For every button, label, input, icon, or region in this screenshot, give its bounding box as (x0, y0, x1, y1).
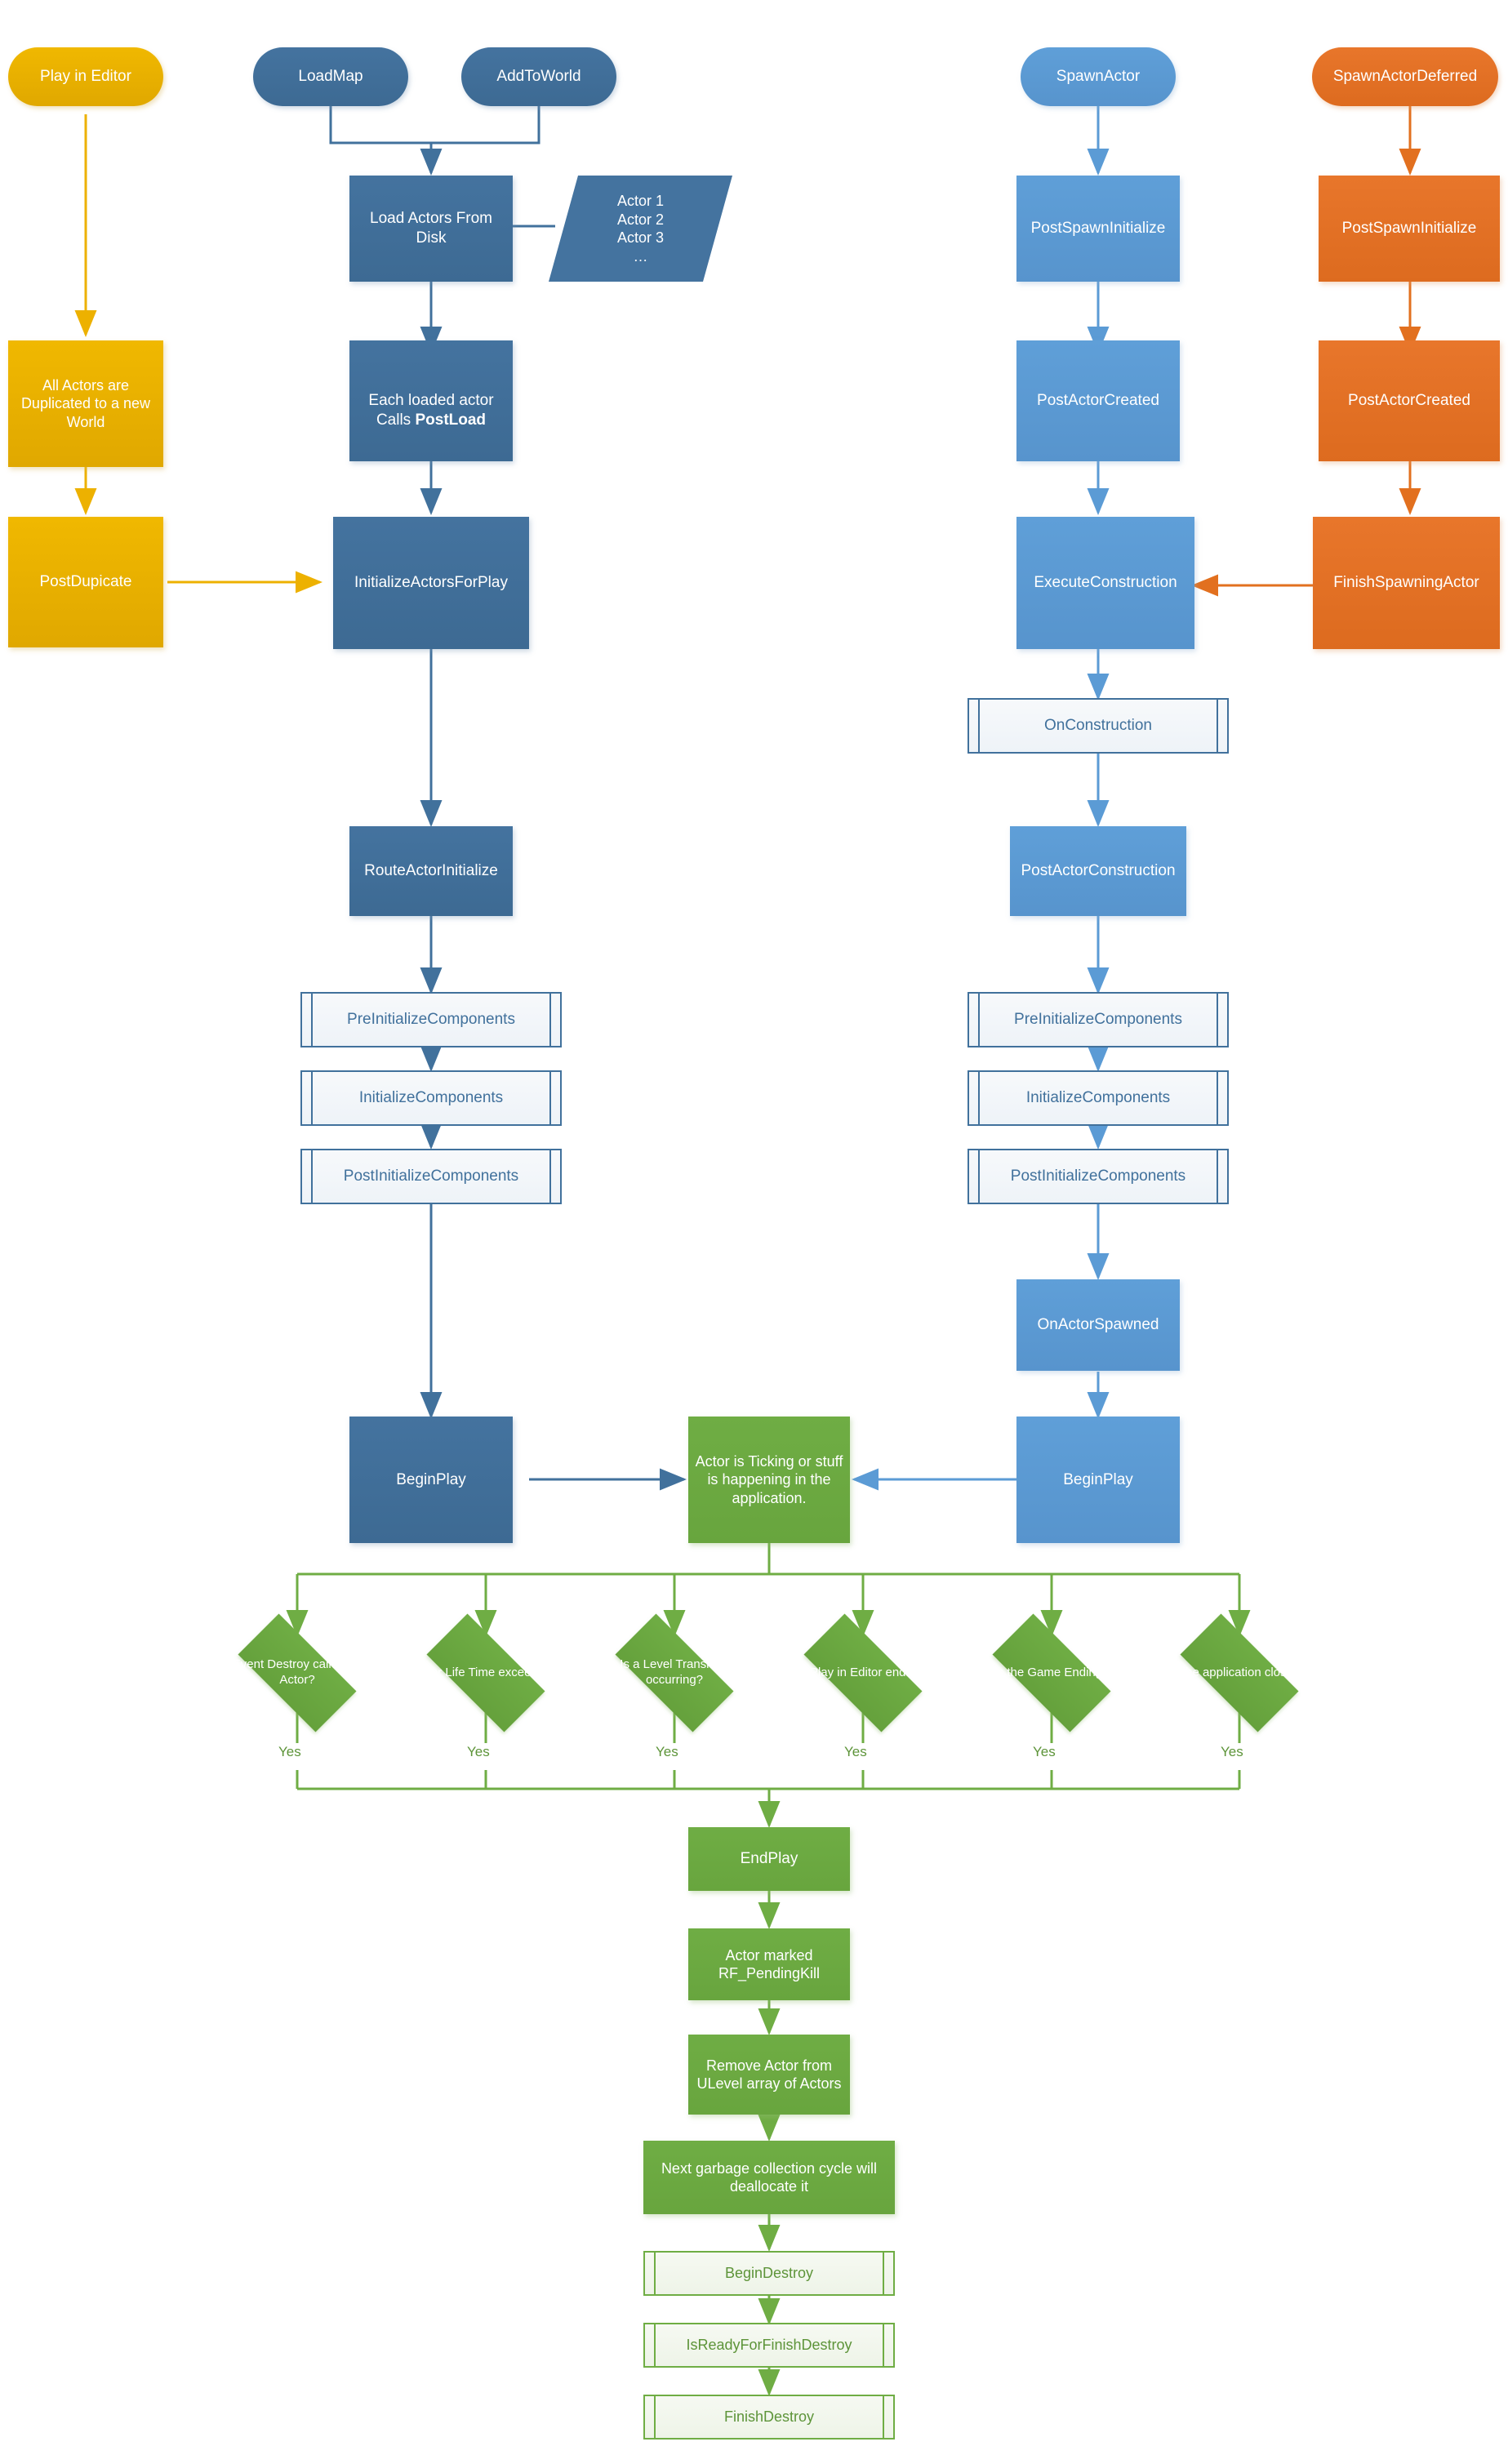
node-label: BeginPlay (1063, 1470, 1133, 1488)
decision-label: Is Play in Editor ending? (797, 1665, 929, 1679)
branch-label-play-in-editor-ending: Yes (844, 1744, 867, 1759)
node-label: Each loaded actor Calls PostLoad (349, 371, 513, 429)
node-label: Actor is Ticking or stuff is happening i… (695, 1452, 843, 1506)
node-begin-play-left[interactable]: BeginPlay (349, 1417, 513, 1543)
node-begin-play-right[interactable]: BeginPlay (1016, 1417, 1180, 1543)
decision-actor-life-time[interactable]: Actor Life Time exceeded? (408, 1613, 563, 1732)
node-each-loaded-actor-postload[interactable]: Each loaded actor Calls PostLoad (349, 340, 513, 461)
node-label: PostDupicate (39, 573, 132, 591)
decision-play-in-editor-ending[interactable]: Is Play in Editor ending? (785, 1613, 941, 1732)
node-on-actor-spawned[interactable]: OnActorSpawned (1016, 1279, 1180, 1371)
branch-label-application-closing: Yes (1221, 1744, 1243, 1759)
node-label: BeginDestroy (724, 2265, 814, 2282)
decision-label: Is the application closing? (1169, 1665, 1310, 1679)
node-on-construction[interactable]: OnConstruction (968, 698, 1229, 754)
node-pre-initialize-components-left[interactable]: PreInitializeComponents (300, 992, 562, 1047)
decision-event-destroy[interactable]: Event Destroy called on Actor? (220, 1613, 375, 1732)
branch-label-event-destroy: Yes (278, 1744, 301, 1759)
decision-label: Is the Game Ending? (994, 1665, 1110, 1679)
node-post-actor-created-blue[interactable]: PostActorCreated (1016, 340, 1180, 461)
node-label: PreInitializeComponents (347, 1011, 515, 1029)
decision-level-transition[interactable]: Is a Level Transition occurring? (597, 1613, 752, 1732)
node-label: RouteActorInitialize (364, 862, 498, 880)
node-label: PostInitializeComponents (343, 1168, 519, 1185)
node-label: All Actors are Duplicated to a new World (20, 376, 151, 430)
node-label: PostActorCreated (1037, 392, 1159, 410)
node-label: OnActorSpawned (1037, 1316, 1159, 1334)
node-post-spawn-initialize-blue[interactable]: PostSpawnInitialize (1016, 176, 1180, 282)
node-finish-spawning-actor[interactable]: FinishSpawningActor (1313, 517, 1500, 649)
node-label: IsReadyForFinishDestroy (686, 2337, 852, 2354)
node-execute-construction[interactable]: ExecuteConstruction (1016, 517, 1194, 649)
node-label: BeginPlay (396, 1470, 466, 1488)
node-post-duplicate[interactable]: PostDupicate (8, 517, 163, 647)
node-initialize-actors-for-play[interactable]: InitializeActorsForPlay (333, 517, 529, 649)
node-label: PreInitializeComponents (1014, 1011, 1182, 1029)
node-label: FinishDestroy (723, 2408, 815, 2426)
node-initialize-components-left[interactable]: InitializeComponents (300, 1070, 562, 1126)
node-spawn-actor[interactable]: SpawnActor (1021, 47, 1176, 106)
node-label: InitializeComponents (1025, 1089, 1171, 1107)
node-label: AddToWorld (496, 68, 581, 86)
node-end-play[interactable]: EndPlay (688, 1827, 850, 1891)
decision-label: Is a Level Transition occurring? (620, 1657, 729, 1687)
node-label: Actor 1 Actor 2 Actor 3 … (616, 193, 665, 265)
branch-label-level-transition: Yes (656, 1744, 678, 1759)
decision-game-ending[interactable]: Is the Game Ending? (974, 1613, 1129, 1732)
node-label: Load Actors From Disk (370, 210, 492, 247)
node-play-in-editor[interactable]: Play in Editor (8, 47, 163, 106)
decision-label: Event Destroy called on Actor? (232, 1657, 363, 1687)
node-label-bold: PostLoad (415, 411, 487, 429)
node-label: OnConstruction (1043, 717, 1152, 735)
node-all-actors-duplicated[interactable]: All Actors are Duplicated to a new World (8, 340, 163, 467)
node-load-actors-from-disk[interactable]: Load Actors From Disk (349, 176, 513, 282)
node-label: EndPlay (740, 1850, 798, 1868)
node-add-to-world[interactable]: AddToWorld (461, 47, 616, 106)
node-label-prefix: Each loaded actor Calls (368, 392, 494, 429)
node-is-ready-for-finish-destroy[interactable]: IsReadyForFinishDestroy (643, 2323, 895, 2368)
node-label: Play in Editor (40, 68, 131, 86)
node-label: PostActorConstruction (1021, 862, 1176, 880)
node-actor-marked-pending-kill[interactable]: Actor marked RF_PendingKill (688, 1928, 850, 2000)
node-actor-is-ticking[interactable]: Actor is Ticking or stuff is happening i… (688, 1417, 850, 1543)
node-label: PostSpawnInitialize (1030, 220, 1166, 238)
node-load-map[interactable]: LoadMap (253, 47, 408, 106)
node-remove-actor-from-ulevel[interactable]: Remove Actor from ULevel array of Actors (688, 2035, 850, 2115)
decision-label: Actor Life Time exceeded? (413, 1665, 558, 1679)
branch-label-actor-life-time: Yes (467, 1744, 490, 1759)
node-label: PostActorCreated (1348, 392, 1470, 410)
node-label: SpawnActor (1056, 68, 1141, 86)
node-initialize-components-right[interactable]: InitializeComponents (968, 1070, 1229, 1126)
node-label: InitializeActorsForPlay (354, 574, 508, 592)
node-next-gc-cycle[interactable]: Next garbage collection cycle will deall… (643, 2141, 895, 2214)
node-post-actor-construction[interactable]: PostActorConstruction (1010, 826, 1186, 916)
node-post-initialize-components-right[interactable]: PostInitializeComponents (968, 1149, 1229, 1204)
node-label: SpawnActorDeferred (1332, 68, 1478, 86)
node-label: PostSpawnInitialize (1341, 220, 1477, 238)
node-post-spawn-initialize-orange[interactable]: PostSpawnInitialize (1319, 176, 1500, 282)
node-label: Actor marked RF_PendingKill (718, 1946, 821, 1982)
node-label: LoadMap (298, 68, 363, 86)
node-begin-destroy[interactable]: BeginDestroy (643, 2251, 895, 2296)
node-label: Next garbage collection cycle will deall… (661, 2159, 878, 2195)
node-route-actor-initialize[interactable]: RouteActorInitialize (349, 826, 513, 916)
branch-label-game-ending: Yes (1033, 1744, 1056, 1759)
node-actor-list-data[interactable]: Actor 1 Actor 2 Actor 3 … (549, 176, 732, 282)
node-finish-destroy[interactable]: FinishDestroy (643, 2395, 895, 2440)
node-label: FinishSpawningActor (1333, 574, 1479, 592)
node-post-initialize-components-left[interactable]: PostInitializeComponents (300, 1149, 562, 1204)
node-pre-initialize-components-right[interactable]: PreInitializeComponents (968, 992, 1229, 1047)
node-label: Remove Actor from ULevel array of Actors (696, 2057, 842, 2093)
node-post-actor-created-orange[interactable]: PostActorCreated (1319, 340, 1500, 461)
node-spawn-actor-deferred[interactable]: SpawnActorDeferred (1312, 47, 1498, 106)
node-label: PostInitializeComponents (1010, 1168, 1186, 1185)
decision-application-closing[interactable]: Is the application closing? (1162, 1613, 1317, 1732)
node-label: ExecuteConstruction (1034, 574, 1177, 592)
node-label: InitializeComponents (358, 1089, 504, 1107)
